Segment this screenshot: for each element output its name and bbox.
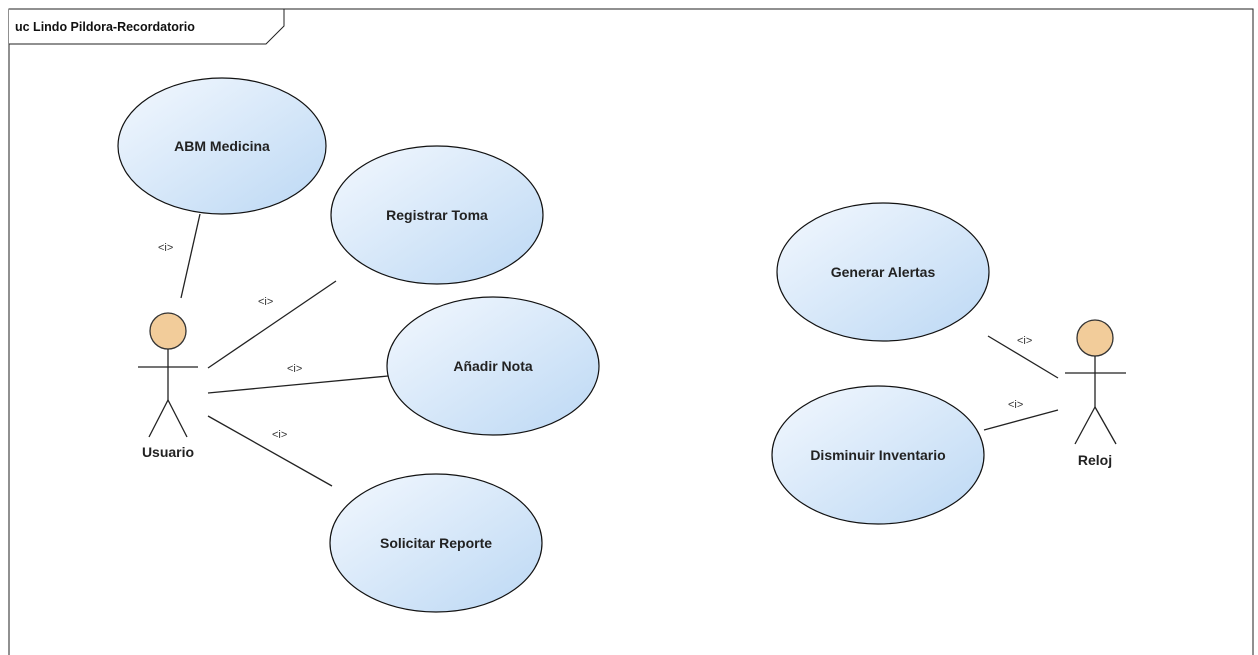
association-usuario-registrar[interactable] — [207, 280, 337, 369]
stereotype-label: <i> — [272, 429, 287, 441]
stereotype-label: <i> — [1017, 335, 1032, 347]
actor-left-leg — [148, 399, 169, 438]
actor-label-reloj: Reloj — [1078, 452, 1112, 468]
use-case-generar-alertas[interactable]: Generar Alertas — [776, 202, 990, 342]
use-case-label: Solicitar Reporte — [380, 535, 492, 551]
association-usuario-anadir[interactable] — [207, 375, 389, 394]
use-case-ellipse[interactable] — [386, 296, 600, 436]
stereotype-label: <i> — [158, 242, 173, 254]
actor-head — [1076, 319, 1114, 357]
actor-right-leg — [167, 399, 188, 438]
diagram-frame: uc Lindo Pildora-Recordatorio — [8, 8, 1254, 655]
use-case-disminuir-inventario[interactable]: Disminuir Inventario — [771, 385, 985, 525]
association-reloj-disminuir[interactable] — [983, 409, 1059, 431]
use-case-registrar-toma[interactable]: Registrar Toma — [330, 145, 544, 285]
stereotype-labels: <i> <i> <i> <i> <i> <i> — [158, 242, 1032, 441]
use-case-ellipse[interactable] — [330, 145, 544, 285]
stereotype-label: <i> — [1008, 399, 1023, 411]
use-case-anadir-nota[interactable]: Añadir Nota — [386, 296, 600, 436]
use-case-ellipse[interactable] — [117, 77, 327, 215]
association-usuario-solicitar[interactable] — [207, 415, 333, 487]
actor-usuario[interactable] — [138, 312, 198, 438]
association-usuario-abm[interactable] — [180, 213, 201, 299]
use-case-label: Generar Alertas — [831, 264, 936, 280]
stereotype-label: <i> — [258, 296, 273, 308]
use-case-ellipse[interactable] — [771, 385, 985, 525]
use-case-abm-medicina[interactable]: ABM Medicina — [117, 77, 327, 215]
actor-label-usuario: Usuario — [142, 444, 194, 460]
stereotype-label: <i> — [287, 363, 302, 375]
actor-reloj[interactable] — [1065, 319, 1126, 445]
use-case-label: Añadir Nota — [453, 358, 533, 374]
use-case-ellipse[interactable] — [776, 202, 990, 342]
frame-border — [8, 8, 1254, 655]
frame-title: uc Lindo Pildora-Recordatorio — [15, 20, 195, 34]
use-case-solicitar-reporte[interactable]: Solicitar Reporte — [329, 473, 543, 613]
actor-head — [149, 312, 187, 350]
association-reloj-generar[interactable] — [987, 335, 1059, 379]
use-case-label: Disminuir Inventario — [810, 447, 945, 463]
actor-right-leg — [1094, 406, 1117, 445]
associations — [180, 213, 1059, 487]
use-case-ellipse[interactable] — [329, 473, 543, 613]
use-case-label: Registrar Toma — [386, 207, 488, 223]
actor-left-leg — [1074, 406, 1096, 445]
use-case-label: ABM Medicina — [174, 138, 270, 154]
frame-title-tab — [9, 8, 285, 45]
